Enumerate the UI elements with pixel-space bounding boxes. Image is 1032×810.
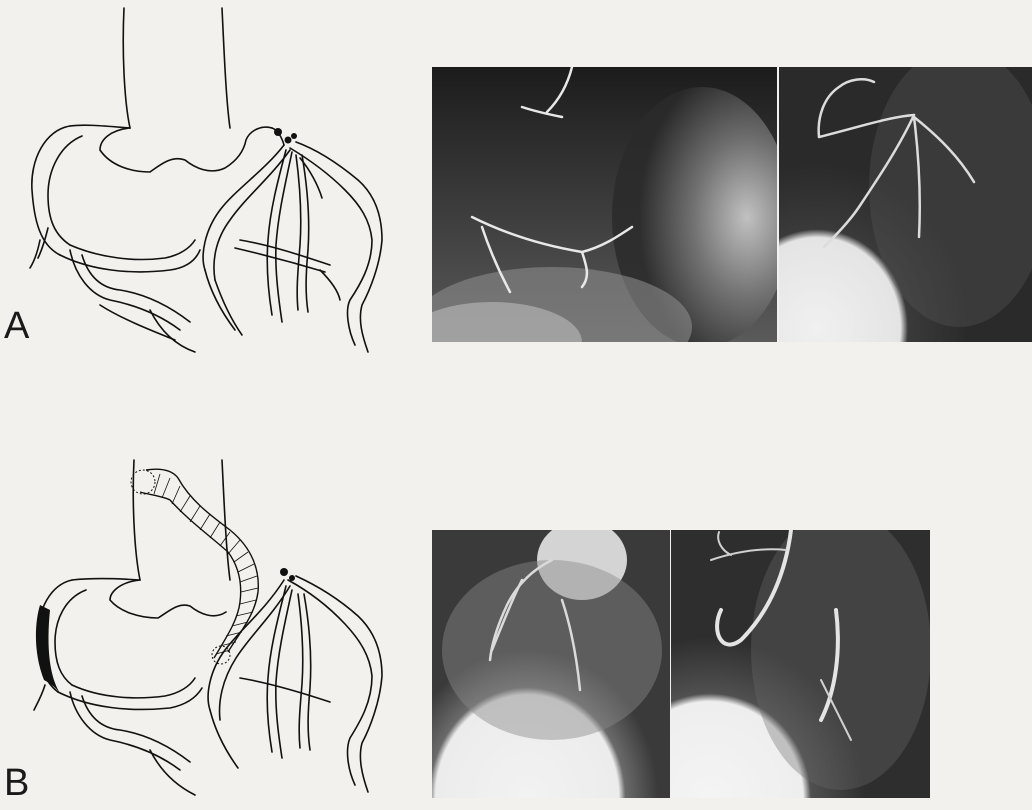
panel-label-b: B	[4, 762, 29, 805]
coronary-arteries-diagram	[0, 0, 400, 370]
panel-label-a: A	[4, 305, 29, 348]
angiogram-b-left	[432, 530, 670, 798]
angiogram-a-left	[432, 67, 777, 342]
coronary-bypass-graft-diagram	[0, 440, 400, 810]
angiogram-a-right	[779, 67, 1032, 342]
angiogram-b-right	[671, 530, 930, 798]
